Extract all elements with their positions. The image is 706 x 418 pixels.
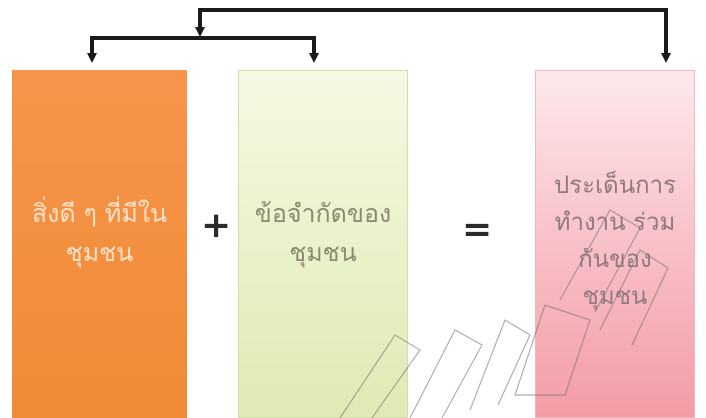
plus-operator: + [201, 205, 232, 246]
limitations-box: ข้อจำกัดของ ชุมชน [238, 70, 408, 418]
left-connector-line [87, 36, 200, 63]
good-things-box: สิ่งดี ๆ ที่มีใน ชุมชน [12, 70, 187, 418]
limitations-label: ข้อจำกัดของ ชุมชน [254, 199, 392, 267]
collaboration-issues-box: ประเด็นการ ทำงาน ร่วมกันของ ชุมชน [535, 70, 695, 418]
top-connector-line [198, 8, 671, 63]
middle-connector-line [200, 36, 319, 63]
collaboration-issues-label: ประเด็นการ ทำงาน ร่วมกันของ ชุมชน [553, 170, 677, 311]
good-things-label: สิ่งดี ๆ ที่มีใน ชุมชน [31, 199, 168, 267]
equals-operator: = [462, 209, 493, 250]
